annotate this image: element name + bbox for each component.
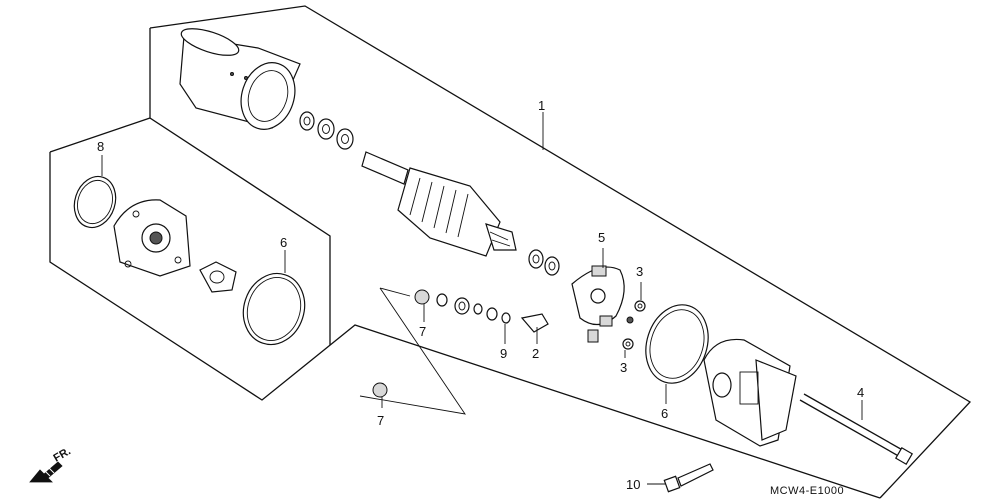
brush-side-washers (528, 249, 560, 276)
diagram-code: MCW4-E1000 (770, 485, 844, 497)
terminal-set (372, 289, 549, 398)
front-cover (113, 199, 191, 277)
label-part-7-lower: 7 (377, 413, 384, 428)
front-arrow-icon (29, 461, 63, 483)
label-part-9: 9 (500, 346, 507, 361)
seal-plate (199, 261, 237, 293)
o-ring-left (242, 272, 306, 346)
label-part-5: 5 (598, 230, 605, 245)
armature (361, 151, 517, 257)
brush-springs (622, 300, 646, 350)
label-part-2: 2 (532, 346, 539, 361)
o-ring-right (645, 304, 709, 384)
through-bolt (799, 393, 914, 466)
label-part-3-upper: 3 (636, 264, 643, 279)
leader-lines (101, 112, 863, 485)
mounting-bolt (663, 463, 714, 493)
rear-cover (703, 338, 797, 447)
label-part-8: 8 (97, 139, 104, 154)
front-direction-indicator: FR. (29, 445, 73, 483)
label-part-4: 4 (857, 385, 864, 400)
label-part-6-right: 6 (661, 406, 668, 421)
label-part-3-lower: 3 (620, 360, 627, 375)
motor-yoke (179, 28, 301, 130)
front-label: FR. (52, 445, 73, 464)
terminal-set-callout (359, 287, 466, 415)
label-part-6-left: 6 (280, 235, 287, 250)
label-part-10: 10 (626, 477, 640, 492)
label-part-1: 1 (538, 98, 545, 113)
yoke-washers (299, 111, 354, 150)
o-ring-front (73, 175, 117, 229)
brush-holder (571, 265, 625, 343)
label-part-7-upper: 7 (419, 324, 426, 339)
assembly-outline (49, 5, 972, 499)
